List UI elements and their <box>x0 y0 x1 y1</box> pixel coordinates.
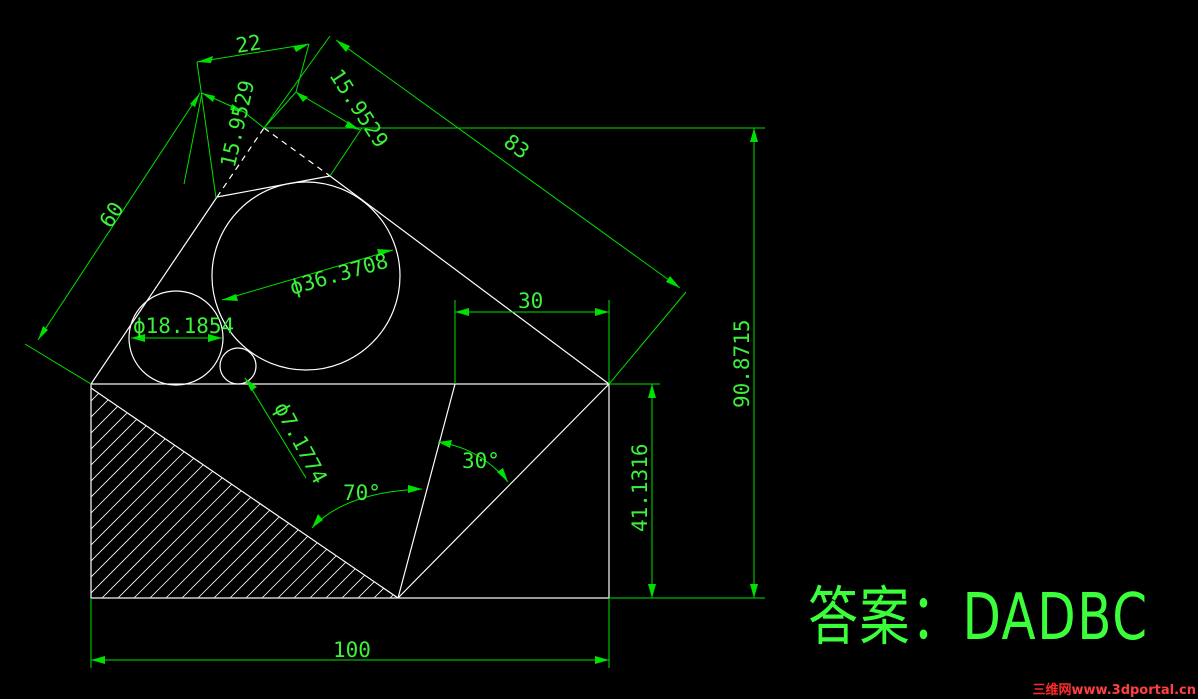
seventy-degree-line <box>397 383 456 599</box>
label-angle-30: 30° <box>462 449 500 473</box>
hatch-line <box>576 360 836 620</box>
hatch-line <box>175 388 398 598</box>
label-chamfer-left: 15.9529 <box>216 78 259 170</box>
dimension-labels: 22 15.9529 15.9529 60 83 ϕ36.3708 ϕ18.18… <box>95 30 754 662</box>
hatch-line <box>432 360 692 620</box>
hatch-line <box>271 388 398 598</box>
thirty-degree-line <box>397 383 610 599</box>
hatch-line <box>91 388 213 598</box>
dashed-apex-left <box>216 127 265 198</box>
hatch-line <box>0 360 84 620</box>
hatch-boundary-line <box>90 387 399 599</box>
hatch-line <box>91 388 261 598</box>
hatch-line <box>91 388 277 598</box>
hatch-line <box>287 388 398 598</box>
watermark: 三维网www.3dportal.cn <box>1033 679 1197 698</box>
hatch-line <box>255 388 398 598</box>
watermark-brand: 三维网 <box>1032 683 1072 698</box>
hatch-line <box>91 388 149 598</box>
hatch-line <box>91 388 293 598</box>
arrowheads <box>38 40 758 664</box>
hatch-line <box>91 388 325 598</box>
hatch-line <box>91 388 101 598</box>
hatch-line <box>111 388 373 598</box>
label-base-width: 100 <box>333 638 371 662</box>
hatch-line <box>303 388 398 598</box>
label-rect-height: 41.1316 <box>628 443 652 532</box>
hatch-line <box>319 388 398 598</box>
base-rectangle <box>90 383 610 599</box>
hatch-line <box>383 388 398 598</box>
answer-text: 答案：DADBC <box>808 581 1149 655</box>
hatch-line <box>91 388 165 598</box>
hatch-line <box>480 360 740 620</box>
label-diameter-small: ϕ7.1774 <box>269 398 332 487</box>
label-diameter-medium: ϕ18.1854 <box>133 314 234 338</box>
hatch-line <box>496 360 756 620</box>
medium-circle <box>128 290 224 386</box>
hatch-line <box>560 360 820 620</box>
hatch-line <box>544 360 804 620</box>
hatch-line <box>91 388 117 598</box>
label-total-height: 90.8715 <box>730 319 754 408</box>
label-chamfer-right: 15.9529 <box>325 65 393 152</box>
dashed-apex-top <box>263 127 331 177</box>
label-angle-70: 70° <box>343 481 381 505</box>
left-slant-edge <box>90 196 218 385</box>
geometry <box>90 127 610 599</box>
hatch-line <box>0 360 36 620</box>
right-slant-edge <box>329 175 610 385</box>
hatch-line <box>91 388 133 598</box>
hatch-line <box>0 360 20 620</box>
label-right-side: 83 <box>499 130 534 164</box>
hatch-line <box>0 360 68 620</box>
dimension-lines <box>24 35 765 668</box>
left-chamfer-edge <box>216 175 331 198</box>
large-circle <box>211 181 401 371</box>
label-inner-top: 30 <box>518 289 543 313</box>
hatch-line <box>91 388 181 598</box>
small-circle <box>219 347 257 385</box>
hatch-line <box>0 360 52 620</box>
label-diameter-large: ϕ36.3708 <box>287 249 391 300</box>
hatch-line <box>351 388 398 598</box>
label-top-width: 22 <box>234 30 263 58</box>
hatch-line <box>91 388 245 598</box>
watermark-url: www.3dportal.cn <box>1071 683 1196 698</box>
hatch-line <box>95 388 357 598</box>
label-left-side: 60 <box>95 198 129 232</box>
hatch-line <box>91 388 341 598</box>
hatch-line <box>400 360 660 620</box>
hatch-line <box>207 388 398 598</box>
hatch-line <box>91 388 309 598</box>
hatch-line <box>448 360 708 620</box>
